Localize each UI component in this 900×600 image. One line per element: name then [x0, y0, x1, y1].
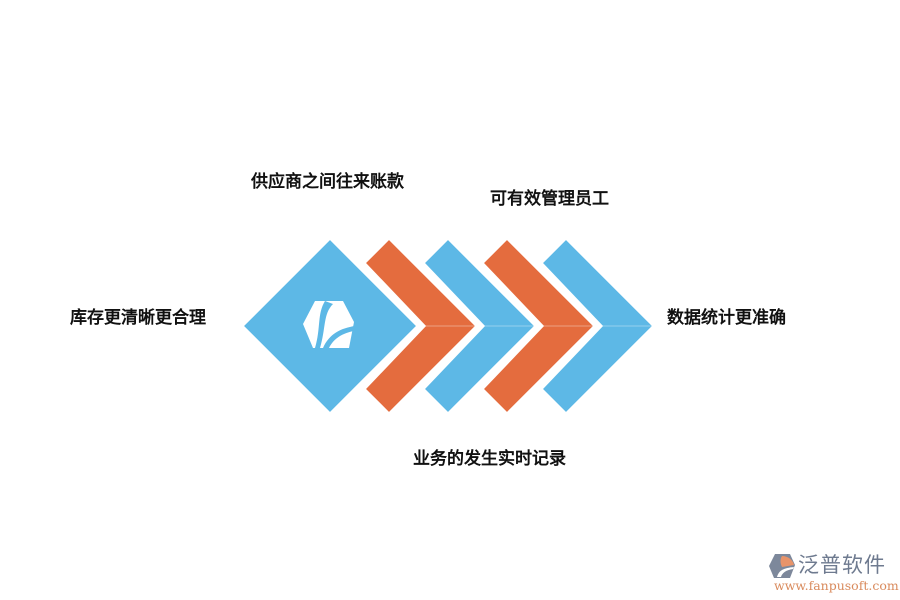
label-realtime-records: 业务的发生实时记录 — [413, 449, 566, 469]
chevron-2 — [420, 235, 539, 417]
label-supplier-accounts: 供应商之间往来账款 — [251, 172, 404, 192]
chevron-4 — [538, 235, 657, 417]
chevron-3 — [479, 235, 598, 417]
watermark-url: www.fanpusoft.com — [774, 578, 899, 593]
label-statistics: 数据统计更准确 — [667, 308, 786, 328]
fanpu-watermark: 泛普软件 www.fanpusoft.com — [768, 552, 899, 596]
chevron-1 — [361, 235, 480, 417]
label-employee-management: 可有效管理员工 — [490, 189, 609, 209]
label-inventory: 库存更清晰更合理 — [70, 308, 206, 328]
fanpu-logo-icon — [303, 301, 355, 348]
watermark-brand: 泛普软件 — [798, 553, 886, 577]
fanpu-watermark-logo-icon — [769, 554, 795, 578]
